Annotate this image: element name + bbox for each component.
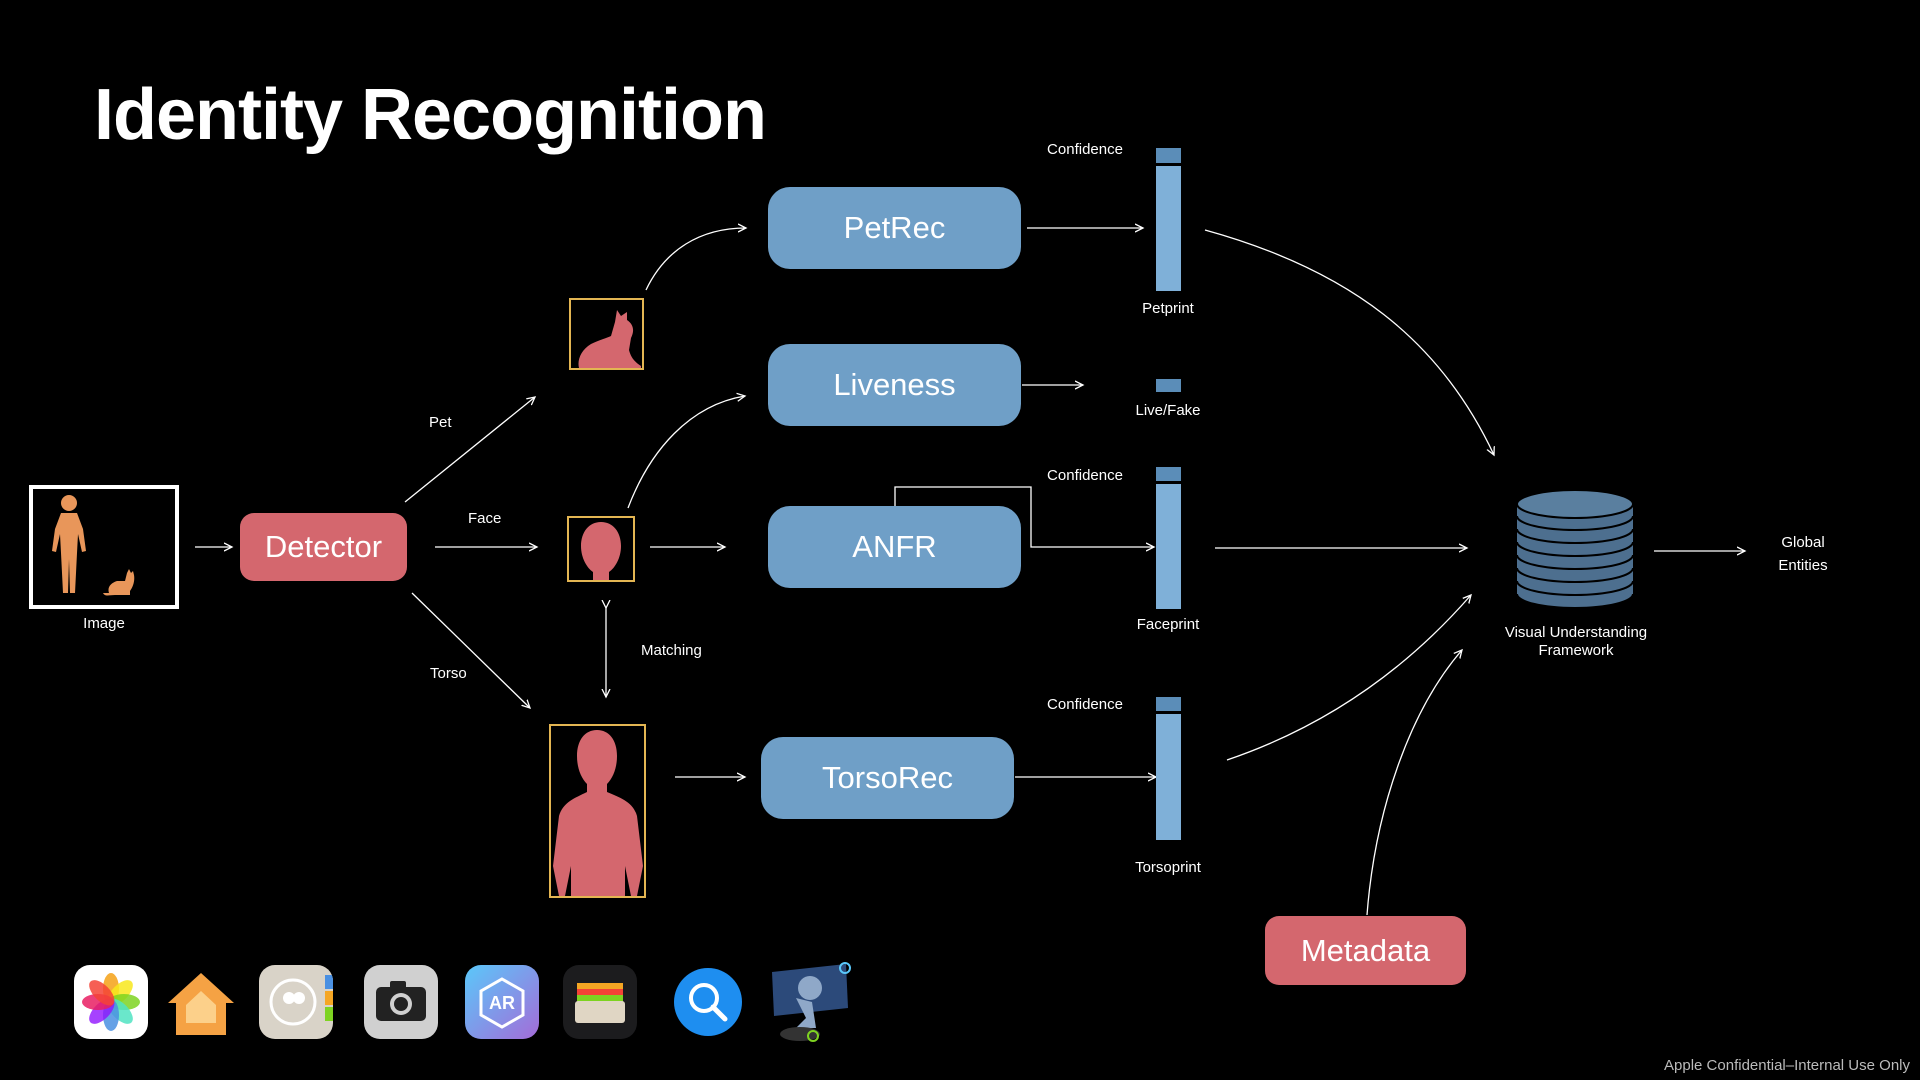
faceprint-confidence-cell: [1156, 467, 1181, 481]
wallet-icon: [563, 965, 637, 1039]
framework-label-line1: Visual Understanding: [1504, 624, 1648, 641]
livefake-cell: [1156, 379, 1181, 392]
reality-icon: [766, 958, 856, 1046]
detector-box: Detector: [240, 513, 407, 581]
petprint-label: Petprint: [1142, 300, 1194, 317]
database-icon: [1516, 490, 1634, 609]
global-entities-line1: Global: [1781, 534, 1825, 551]
person-and-cat-icon: [52, 495, 135, 596]
matching-label: Matching: [641, 642, 702, 659]
head-silhouette-icon: [581, 522, 621, 580]
torsorec-box: TorsoRec: [761, 737, 1014, 819]
arrow-pet-petrec: [645, 228, 746, 291]
face-crop: [567, 516, 635, 582]
arrow-anfr-faceprint: [894, 486, 1154, 547]
arrow-detector-pet: [404, 397, 535, 503]
torsoprint-confidence-label: Confidence: [1047, 696, 1123, 713]
anfr-box: ANFR: [768, 506, 1021, 588]
global-entities-line2: Entities: [1778, 557, 1828, 574]
page-title: Identity Recognition: [94, 75, 767, 155]
search-icon: [671, 965, 745, 1039]
metadata-box: Metadata: [1265, 916, 1466, 985]
faceprint-label: Faceprint: [1136, 616, 1200, 633]
faceprint-confidence-label: Confidence: [1047, 467, 1123, 484]
framework-label: Visual Understanding Framework: [1505, 624, 1647, 660]
image-label: Image: [83, 615, 125, 632]
photos-icon: [74, 965, 148, 1039]
liveness-box: Liveness: [768, 344, 1021, 426]
petrec-box: PetRec: [768, 187, 1021, 269]
svg-text:AR: AR: [489, 993, 515, 1013]
arkit-icon: AR: [465, 965, 539, 1039]
petprint-vector: [1156, 166, 1181, 291]
petprint-confidence-cell: [1156, 148, 1181, 163]
livefake-label: Live/Fake: [1135, 402, 1201, 419]
framework-label-line2: Framework: [1538, 642, 1614, 659]
torsoprint-vector: [1156, 714, 1181, 840]
pet-branch-label: Pet: [429, 414, 452, 431]
torso-branch-label: Torso: [430, 665, 467, 682]
arrow-torsoprint-framework: [1226, 595, 1471, 761]
home-icon: [164, 965, 238, 1039]
torsoprint-confidence-cell: [1156, 697, 1181, 711]
global-entities-label: Global Entities: [1778, 531, 1827, 577]
contacts-icon: [259, 965, 333, 1039]
arrow-metadata-framework: [1366, 650, 1462, 916]
arrow-detector-torso: [411, 592, 530, 708]
arrow-petprint-framework: [1204, 229, 1494, 455]
camera-icon: [364, 965, 438, 1039]
confidential-notice: Apple Confidential–Internal Use Only: [1664, 1057, 1910, 1074]
faceprint-vector: [1156, 484, 1181, 609]
input-image: [29, 485, 179, 609]
torso-crop: [549, 724, 646, 898]
arrow-face-liveness: [627, 396, 745, 509]
pet-crop: [569, 298, 644, 370]
face-branch-label: Face: [468, 510, 502, 527]
torso-silhouette-icon: [553, 730, 643, 896]
petprint-confidence-label: Confidence: [1047, 141, 1123, 158]
cat-silhouette-icon: [578, 310, 641, 368]
torsoprint-label: Torsoprint: [1135, 859, 1201, 876]
